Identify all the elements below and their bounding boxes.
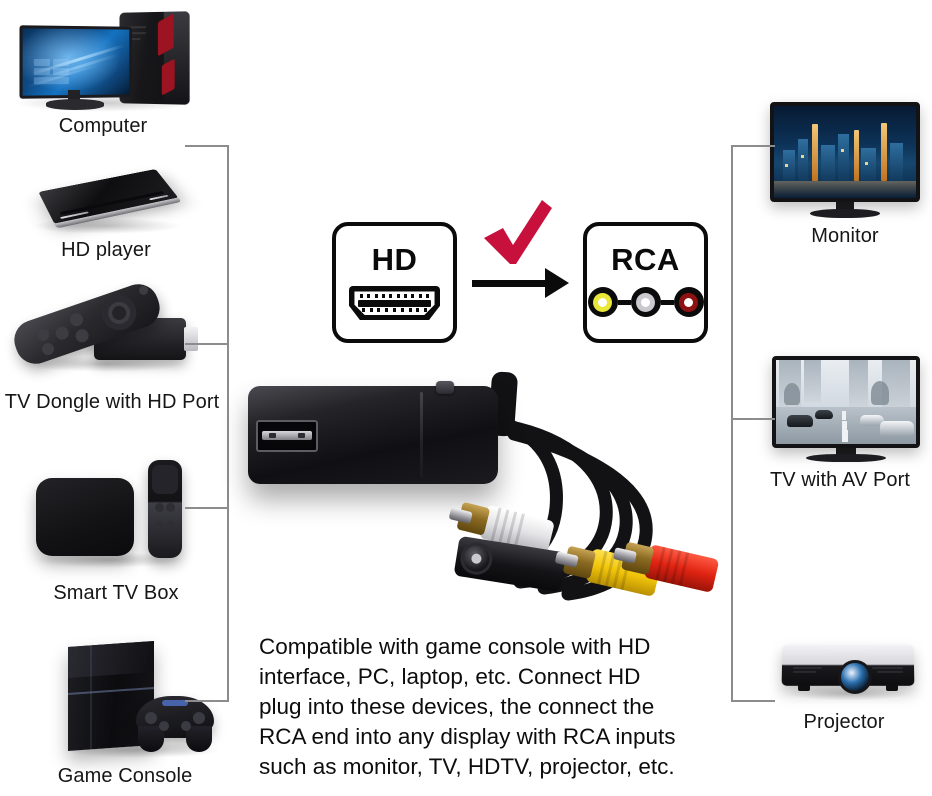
media-player-icon [38,169,182,229]
hdmi-female-port[interactable] [256,420,318,452]
rca-link-1 [617,299,631,305]
device-hd-player [22,168,190,234]
hd-badge: HD [332,222,457,343]
smart-tv-box-icon [36,478,134,556]
description-line-4: RCA end into any display with RCA inputs [259,724,676,749]
description-line-5: such as monitor, TV, HDTV, projector, et… [259,754,675,779]
label-monitor: Monitor [811,225,879,247]
rca-badge: RCA [583,222,708,343]
device-projector [774,640,922,702]
rca-link-2 [660,299,674,305]
device-game-console [62,640,222,758]
tv-screen-content [776,360,916,444]
slim-remote-icon [148,460,182,558]
monitor-icon [770,102,920,202]
rca-jack-video [587,287,618,317]
label-computer: Computer [58,115,148,137]
product-hd-to-rca-adapter [238,368,720,628]
hdmi-port-icon [349,286,440,320]
gamepad-icon [136,696,214,753]
rca-badge-label: RCA [611,242,680,277]
label-hd-player: HD player [61,239,151,261]
description-line-2: interface, PC, laptop, etc. Connect HD [259,664,641,689]
rca-jack-audio-left [630,287,661,317]
label-game-console: Game Console [57,765,193,787]
rca-jack-audio-right [673,287,704,317]
label-projector: Projector [803,711,885,733]
pc-monitor-icon [19,25,133,99]
device-monitor [770,102,920,218]
projector-lens-icon [838,660,872,694]
description-line-3: plug into these devices, the connect the [259,694,655,719]
monitor-screen-content [774,106,916,198]
device-computer [8,8,198,112]
description-line-1: Compatible with game console with HD [259,634,651,659]
hd-badge-label: HD [371,242,418,277]
rca-jacks-icon [587,286,704,318]
label-tv-av: TV with AV Port [769,469,911,491]
device-smart-tv-box [30,456,195,568]
television-icon [772,356,920,448]
device-tv-av [772,356,920,462]
label-smart-tv-box: Smart TV Box [53,582,179,604]
device-tv-dongle [6,278,206,372]
label-tv-dongle: TV Dongle with HD Port [4,391,220,413]
power-button[interactable] [436,381,454,394]
red-checkmark-icon [480,198,556,270]
description-paragraph: Compatible with game console with HD int… [259,632,719,782]
